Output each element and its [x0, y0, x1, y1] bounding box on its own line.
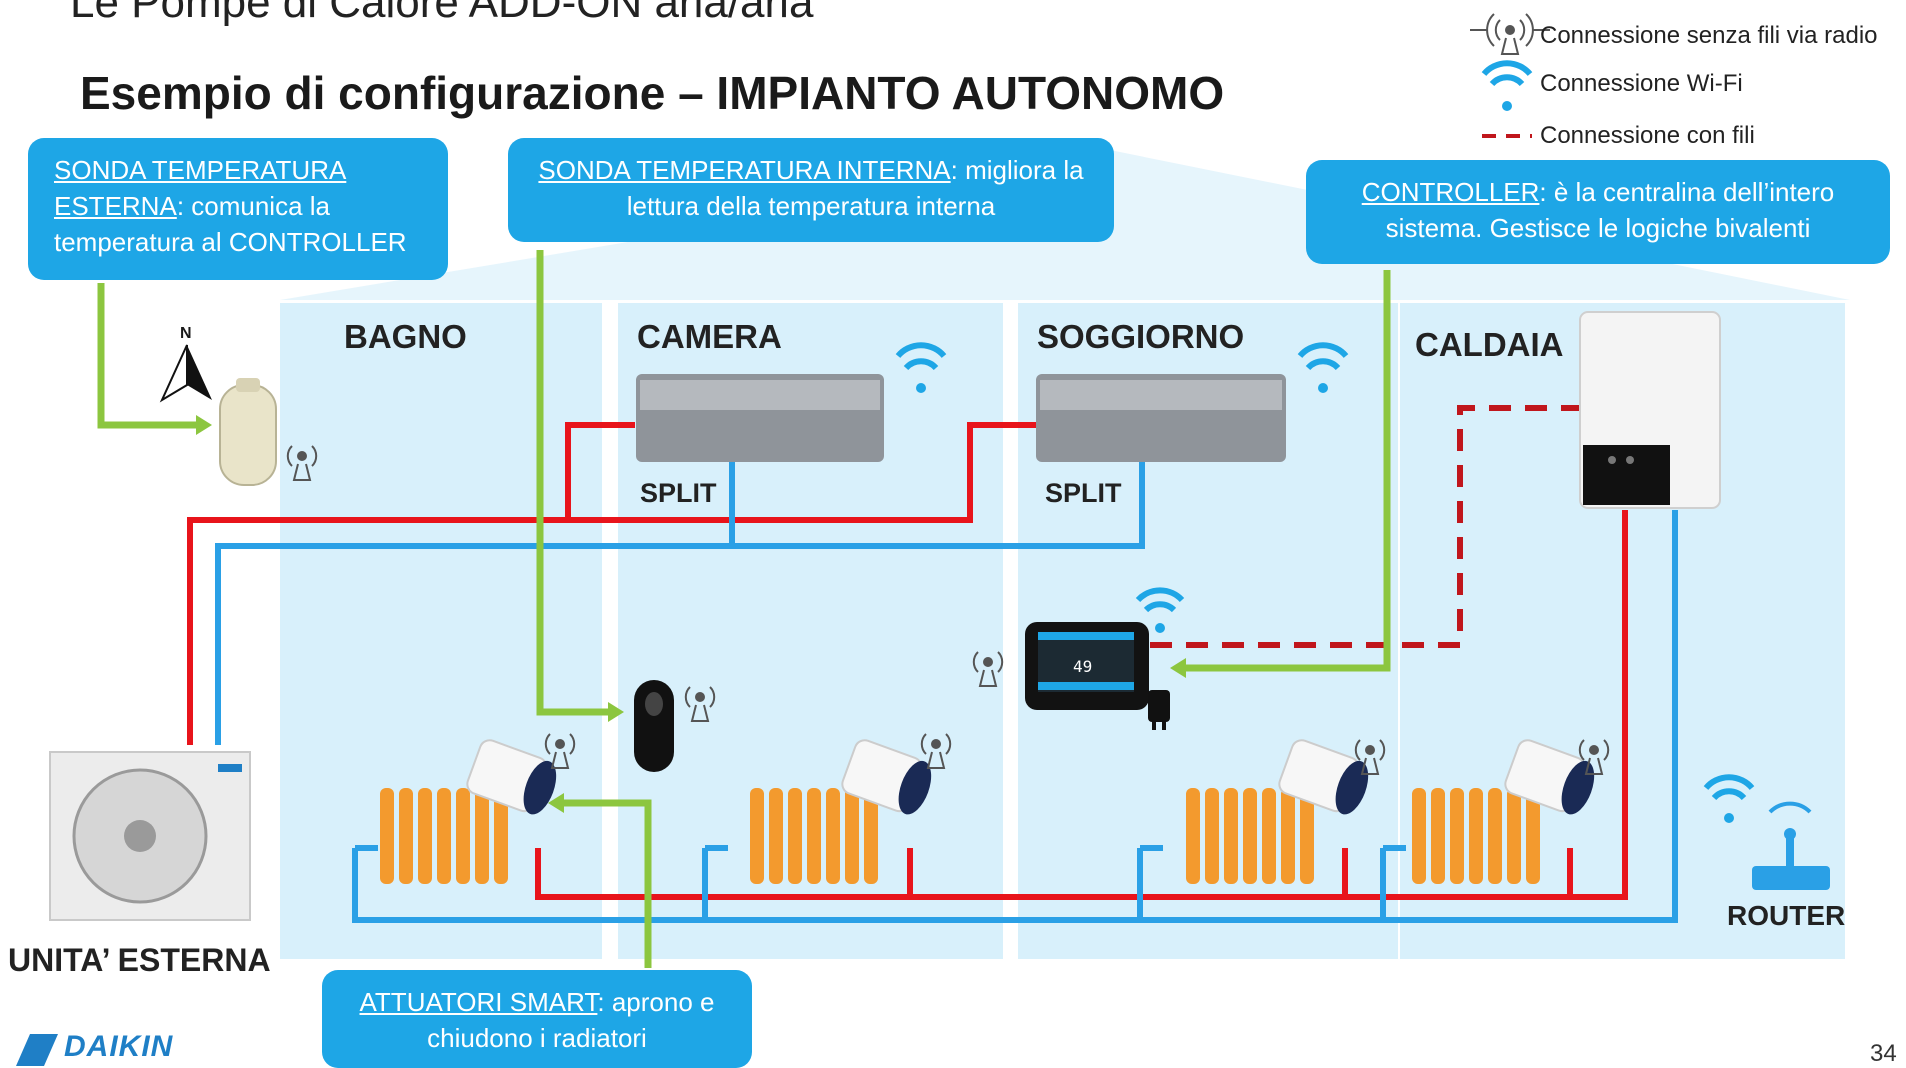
split-label-soggiorno: SPLIT — [1045, 478, 1122, 508]
callout-sonda-interna: SONDA TEMPERATURA INTERNA: migliora la l… — [508, 138, 1114, 242]
split-unit-camera — [636, 374, 884, 462]
split-label-camera: SPLIT — [640, 478, 717, 508]
radio-icon-controller — [972, 651, 1004, 687]
radiator-caldaia — [1412, 788, 1540, 884]
radio-icon-outdoor-sensor — [286, 445, 318, 481]
header-top-line: Le Pompe di Calore ADD-ON aria/aria — [70, 0, 814, 27]
daikin-logo-mark — [16, 1034, 58, 1066]
compass-icon — [159, 344, 212, 403]
page-title: Esempio di configurazione – IMPIANTO AUT… — [80, 67, 1225, 119]
actuator-soggiorno — [1278, 739, 1369, 815]
callout-controller-text: : è la centralina dell’intero sistema. G… — [1385, 177, 1835, 243]
wifi-icon-router — [1703, 774, 1755, 823]
boiler — [1579, 311, 1721, 509]
brand-logo-text: DAIKIN — [64, 1030, 174, 1063]
actuator-bagno — [466, 739, 557, 815]
callout-sonda-esterna-text: : comunica la temperatura al CONTROLLER — [54, 191, 407, 257]
radio-icon-actuator-caldaia — [1578, 739, 1610, 775]
compass-north-label: N — [180, 325, 192, 342]
legend-wifi: Connessione Wi-Fi — [1540, 70, 1743, 97]
controller-display-value: 49 — [1073, 657, 1093, 676]
wifi-icon-soggiorno — [1297, 342, 1349, 393]
callout-sonda-interna-title: SONDA TEMPERATURA INTERNA — [538, 155, 951, 185]
radiator-camera — [750, 788, 878, 884]
indoor-sensor — [634, 680, 674, 772]
callout-attuatori-text: : aprono e chiudono i radiatori — [427, 987, 715, 1053]
callout-attuatori-title: ATTUATORI SMART — [359, 987, 598, 1017]
cold-pipes — [215, 460, 1678, 923]
room-label-camera: CAMERA — [637, 318, 782, 355]
wifi-icon-legend — [1481, 60, 1533, 111]
wifi-icon-controller — [1135, 587, 1185, 633]
page-number: 34 — [1870, 1040, 1897, 1067]
room-label-caldaia: CALDAIA — [1415, 326, 1564, 363]
wifi-icon-camera — [895, 342, 947, 393]
legend-wired: Connessione con fili — [1540, 122, 1755, 149]
plug-icon — [1148, 690, 1170, 730]
radio-icons — [286, 13, 1610, 775]
radio-icon-actuator-soggiorno — [1354, 739, 1386, 775]
hot-pipes — [187, 422, 1628, 900]
radiator-bagno — [380, 788, 508, 884]
wired-connection — [1150, 405, 1580, 648]
radiator-soggiorno — [1186, 788, 1314, 884]
legend-radio: Connessione senza fili via radio — [1540, 22, 1878, 49]
outdoor-unit-label: UNITA’ ESTERNA — [8, 942, 271, 978]
router-icon — [1752, 801, 1830, 890]
outdoor-unit — [49, 751, 251, 921]
callout-attuatori: ATTUATORI SMART: aprono e chiudono i rad… — [322, 970, 752, 1068]
actuator-caldaia — [1504, 739, 1595, 815]
radio-icon-indoor-sensor — [684, 686, 716, 722]
radio-icon-actuator-camera — [920, 733, 952, 769]
controller-device — [1025, 622, 1149, 710]
actuator-camera — [841, 739, 932, 815]
wifi-icons — [895, 60, 1755, 823]
room-label-bagno: BAGNO — [344, 318, 467, 355]
router-label: ROUTER — [1727, 900, 1846, 931]
callout-sonda-esterna-title: SONDA TEMPERATURA ESTERNA — [54, 155, 347, 221]
callout-sonda-esterna: SONDA TEMPERATURA ESTERNA: comunica la t… — [28, 138, 448, 280]
radiators — [380, 788, 1540, 884]
split-unit-soggiorno — [1036, 374, 1286, 462]
callout-sonda-interna-text: : migliora la lettura della temperatura … — [626, 155, 1084, 221]
sensor-lines — [97, 250, 1391, 968]
sensor-arrowheads — [196, 415, 1186, 813]
callout-controller: CONTROLLER: è la centralina dell’intero … — [1306, 160, 1890, 264]
radio-icon-actuator-bagno — [544, 733, 576, 769]
smart-actuators — [466, 739, 1595, 815]
callout-controller-title: CONTROLLER — [1361, 177, 1540, 207]
radio-icon-legend — [1470, 13, 1550, 55]
outdoor-sensor — [219, 378, 277, 486]
room-label-soggiorno: SOGGIORNO — [1037, 318, 1245, 355]
